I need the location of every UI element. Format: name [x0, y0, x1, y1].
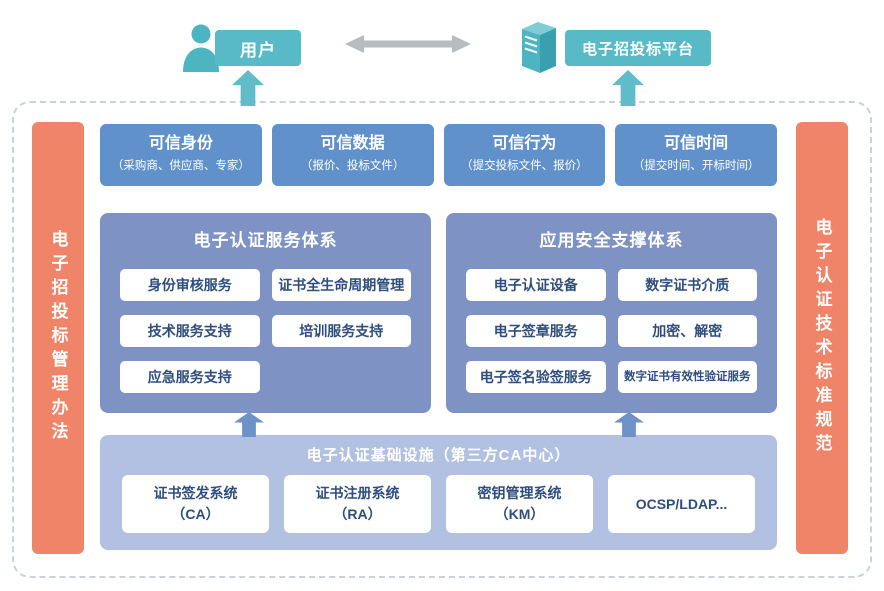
- infra-line2: （KM）: [494, 506, 545, 522]
- infra-line2: （RA）: [333, 506, 382, 522]
- security-item: 加密、解密: [617, 315, 757, 347]
- trust-box-data: 可信数据 （报价、投标文件）: [271, 124, 434, 186]
- trust-box-identity: 可信身份 （采购商、供应商、专家）: [100, 124, 262, 186]
- panel-application-security: 应用安全支撑体系 电子认证设备 数字证书介质 电子签章服务 加密、解密 电子签名…: [446, 213, 777, 413]
- panel-certification-service: 电子认证服务体系 身份审核服务 证书全生命周期管理 技术服务支持 培训服务支持 …: [100, 213, 431, 413]
- infra-box-ocsp: OCSP/LDAP...: [608, 475, 755, 533]
- user-label: 用户: [215, 30, 301, 66]
- sidebar-standard-right: 电子认证技术标准规范: [796, 122, 848, 554]
- service-item: 培训服务支持: [271, 315, 411, 347]
- security-item: 电子认证设备: [466, 269, 606, 301]
- trust-subtitle: （报价、投标文件）: [300, 160, 405, 172]
- panel-title: 应用安全支撑体系: [539, 231, 684, 250]
- panel-grid: 电子认证设备 数字证书介质 电子签章服务 加密、解密 电子签名验签服务 数字证书…: [466, 269, 757, 393]
- trust-title: 可信时间: [664, 135, 729, 152]
- service-item: 证书全生命周期管理: [271, 269, 411, 301]
- security-item: 数字证书有效性验证服务: [617, 361, 757, 393]
- service-item: 应急服务支持: [120, 361, 260, 393]
- infrastructure-row: 证书签发系统 （CA） 证书注册系统 （RA） 密钥管理系统 （KM） OCSP…: [122, 475, 755, 533]
- trust-title: 可信行为: [492, 135, 557, 152]
- trust-subtitle: （提交时间、开标时间）: [632, 160, 760, 172]
- trust-box-behavior: 可信行为 （提交投标文件、报价）: [443, 124, 606, 186]
- trust-subtitle: （采购商、供应商、专家）: [111, 160, 250, 172]
- trust-box-time: 可信时间 （提交时间、开标时间）: [615, 124, 777, 186]
- infra-box-km: 密钥管理系统 （KM）: [446, 475, 593, 533]
- platform-label: 电子招投标平台: [565, 30, 711, 66]
- security-item: 电子签章服务: [466, 315, 606, 347]
- server-icon: [512, 15, 564, 77]
- infra-line1: 证书签发系统: [153, 485, 238, 501]
- bidirectional-arrow-icon: [345, 33, 471, 55]
- service-item: 技术服务支持: [120, 315, 260, 347]
- infra-box-ca: 证书签发系统 （CA）: [122, 475, 269, 533]
- security-item: 电子签名验签服务: [466, 361, 606, 393]
- infrastructure-title: 电子认证基础设施（第三方CA中心）: [306, 447, 571, 464]
- trust-subtitle: （提交投标文件、报价）: [461, 160, 588, 172]
- infra-line1: 证书注册系统: [315, 485, 400, 501]
- security-item: 数字证书介质: [617, 269, 757, 301]
- panel-grid: 身份审核服务 证书全生命周期管理 技术服务支持 培训服务支持 应急服务支持: [120, 269, 411, 393]
- trust-title: 可信数据: [320, 135, 385, 152]
- infrastructure-panel: 电子认证基础设施（第三方CA中心） 证书签发系统 （CA） 证书注册系统 （RA…: [100, 435, 777, 550]
- trust-title: 可信身份: [148, 135, 213, 152]
- middle-panels: 电子认证服务体系 身份审核服务 证书全生命周期管理 技术服务支持 培训服务支持 …: [100, 213, 777, 413]
- infra-box-ra: 证书注册系统 （RA）: [284, 475, 431, 533]
- infra-line1: OCSP/LDAP...: [635, 495, 728, 512]
- user-icon: [180, 22, 222, 72]
- trust-row: 可信身份 （采购商、供应商、专家） 可信数据 （报价、投标文件） 可信行为 （提…: [100, 124, 777, 186]
- infra-line1: 密钥管理系统: [477, 485, 562, 501]
- service-item: 身份审核服务: [120, 269, 260, 301]
- sidebar-regulation-left: 电子招投标管理办法: [32, 122, 84, 554]
- panel-title: 电子认证服务体系: [193, 231, 338, 250]
- infra-line2: （CA）: [171, 506, 220, 522]
